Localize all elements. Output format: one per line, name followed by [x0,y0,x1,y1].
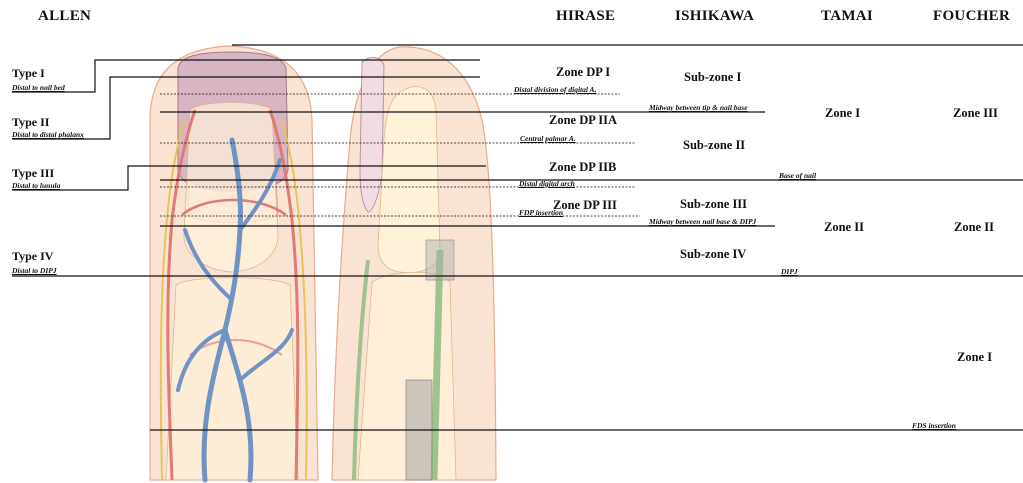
ishikawa-subzone-2: Sub-zone II [683,138,745,153]
allen-type-1-desc: Distal to nail bed [12,83,65,92]
tamai-zone-2: Zone II [824,220,864,235]
allen-type-2: Type II [12,115,49,130]
landmark-distal-digital-arch: Distal digital arch [519,179,575,188]
landmark-distal-division: Distal division of digital A. [514,85,596,94]
allen-type-4: Type IV [12,249,53,264]
ishikawa-subzone-3: Sub-zone III [680,197,747,212]
ishikawa-subzone-1: Sub-zone I [684,70,741,85]
landmark-base-of-nail: Base of nail [779,171,816,180]
allen-type-1: Type I [12,66,45,81]
header-hirase: HIRASE [556,8,615,25]
hirase-zone-dp2a: Zone DP IIA [549,113,617,128]
foucher-zone-2: Zone II [954,220,994,235]
pulley [426,240,454,280]
hirase-zone-dp1: Zone DP I [556,65,610,80]
foucher-zone-1: Zone I [957,350,992,365]
landmark-fds-insertion: FDS insertion [912,421,956,430]
allen-type-2-desc: Distal to distal phalanx [12,130,84,139]
allen-type-3: Type III [12,166,54,181]
landmark-midway-nail-dipj: Midway between nail base & DIPJ [649,217,756,226]
allen-type-3-desc: Distal to lunula [12,181,60,190]
ishikawa-subzone-4: Sub-zone IV [680,247,746,262]
header-ishikawa: ISHIKAWA [675,8,754,25]
landmark-dipj: DIPJ [781,267,798,276]
hirase-zone-dp2b: Zone DP IIB [549,160,616,175]
tamai-zone-1: Zone I [825,106,860,121]
landmark-fdp-insertion: FDP insertion [519,208,563,217]
allen-type-4-desc: Distal to DIPJ [12,266,57,275]
landmark-central-palmar: Central palmar A. [520,134,576,143]
foucher-zone-3: Zone III [953,106,998,121]
header-tamai: TAMAI [821,8,873,25]
landmark-midway-tip-nail: Midway between tip & nail base [649,103,748,112]
header-allen: ALLEN [38,8,91,25]
header-foucher: FOUCHER [933,8,1010,25]
